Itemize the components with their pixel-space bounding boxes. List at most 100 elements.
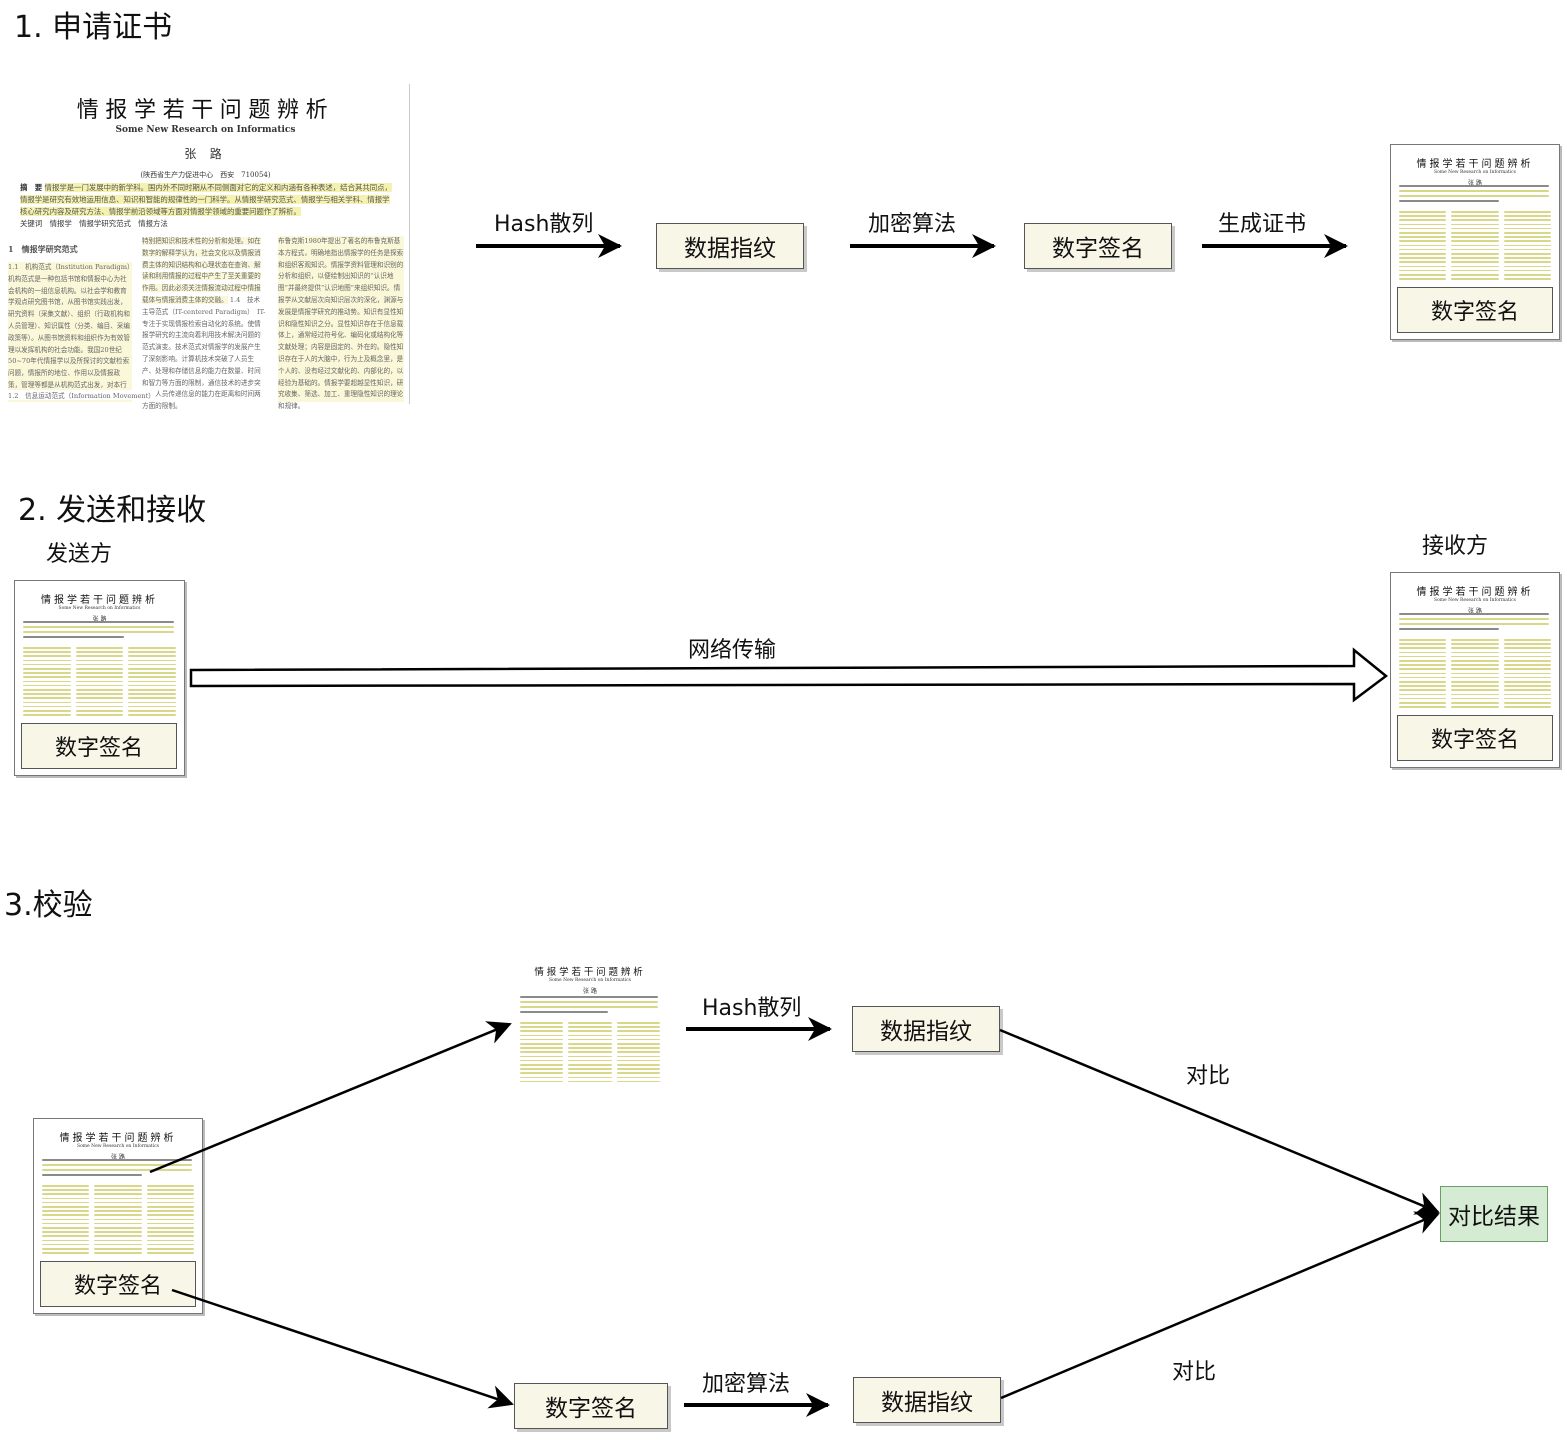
section-title-verify: 3.校验: [4, 888, 93, 923]
label-sender: 发送方: [46, 542, 113, 567]
mini-text-line: [1451, 223, 1499, 226]
mini-text-line: [1399, 618, 1549, 620]
mini-text-line: [42, 1227, 90, 1229]
mini-text-line: [75, 668, 124, 670]
mini-text-line: [1503, 689, 1551, 691]
mini-text-line: [23, 680, 71, 683]
mini-text-line: [1399, 265, 1447, 268]
mini-text-line: [1451, 689, 1499, 691]
mini-text-line: [128, 663, 176, 666]
mini-text-line: [1503, 211, 1551, 213]
mini-text-line: [1503, 269, 1551, 272]
mini-text-line: [75, 701, 124, 704]
mini-text-line: [75, 693, 124, 695]
mini-text-line: [1399, 236, 1447, 238]
mini-text-line: [128, 697, 176, 699]
paper-abstract: 摘 要 情报学是一门发展中的新学科。国内外不同时期从不同侧面对它的定义和内涵有各…: [20, 182, 392, 230]
mini-text-line: [128, 710, 176, 712]
mini-text-line: [1451, 227, 1499, 230]
mini-text-line: [1451, 257, 1499, 259]
mini-text-line: [146, 1252, 194, 1254]
mini-text-line: [23, 676, 71, 678]
mini-text-line: [42, 1248, 90, 1250]
mini-text-line: [1451, 244, 1499, 247]
mini-text-line: [568, 1064, 612, 1066]
mini-text-line: [146, 1206, 194, 1208]
mini-text-line: [23, 631, 174, 633]
mini-text-line: [568, 1080, 612, 1083]
mini-text-line: [1451, 651, 1499, 654]
label-encrypt-s3: 加密算法: [702, 1372, 791, 1397]
mini-text-line: [568, 1043, 612, 1045]
mini-text-line: [616, 1055, 660, 1058]
mini-text-line: [1399, 257, 1447, 259]
plain-doc-author: 张 路: [583, 988, 597, 995]
mini-text-line: [1399, 693, 1447, 696]
sender-doc-title: 情报学若干问题辨析: [41, 595, 158, 606]
mini-text-line: [520, 1006, 658, 1008]
mini-text-line: [520, 1047, 564, 1049]
mini-text-line: [42, 1185, 90, 1187]
mini-text-line: [128, 655, 176, 657]
mini-text-line: [42, 1252, 90, 1254]
arrow-doc-to-plain: [149, 1021, 512, 1174]
sender-signature-box: 数字签名: [21, 723, 177, 769]
mini-text-line: [75, 705, 124, 708]
mini-text-line: [1451, 211, 1499, 213]
mini-text-line: [520, 1022, 564, 1024]
mini-text-line: [1399, 660, 1447, 662]
mini-text-line: [94, 1243, 142, 1246]
mini-text-line: [75, 663, 124, 666]
mini-text-line: [1451, 274, 1499, 276]
box-signature-s3: 数字签名: [514, 1383, 668, 1429]
paper-heading: 1 情报学研究范式: [8, 244, 78, 254]
mini-text-line: [1399, 261, 1447, 263]
mini-text-line: [75, 689, 124, 691]
box-compare-result: 对比结果: [1440, 1186, 1548, 1242]
mini-text-line: [42, 1235, 90, 1237]
mini-text-line: [146, 1235, 194, 1237]
mini-text-line: [616, 1043, 660, 1045]
mini-text-line: [616, 1038, 660, 1041]
arrow-compare-bottom: [1000, 1211, 1440, 1400]
mini-text-line: [1399, 211, 1447, 213]
mini-text-line: [146, 1201, 194, 1204]
mini-text-line: [1503, 651, 1551, 654]
mini-text-line: [42, 1231, 90, 1233]
sender-doc-subtitle: Some New Research on Informatics: [58, 606, 141, 611]
mini-text-line: [128, 647, 176, 649]
mini-text-line: [1451, 664, 1499, 666]
mini-text-line: [520, 1043, 564, 1045]
mini-text-line: [1399, 195, 1549, 197]
mini-text-line: [1503, 681, 1551, 683]
mini-text-line: [1451, 697, 1499, 700]
mini-text-line: [146, 1197, 194, 1200]
mini-text-line: [616, 1076, 660, 1079]
receiver-doc-subtitle: Some New Research on Informatics: [1433, 598, 1516, 603]
mini-text-line: [1451, 236, 1499, 238]
mini-text-line: [520, 996, 658, 998]
mini-text-line: [75, 714, 124, 716]
mini-text-line: [1503, 244, 1551, 247]
mini-text-line: [1451, 232, 1499, 234]
label-hash-s3: Hash散列: [702, 996, 802, 1021]
mini-text-line: [23, 647, 71, 649]
mini-text-line: [1503, 685, 1551, 687]
mini-text-line: [23, 714, 71, 716]
label-encrypt-s1: 加密算法: [868, 212, 957, 237]
mini-text-line: [42, 1193, 90, 1195]
mini-text-line: [94, 1239, 142, 1242]
mini-text-line: [75, 647, 124, 649]
mini-text-line: [1399, 685, 1447, 687]
mini-text-line: [616, 1034, 660, 1037]
mini-text-line: [1451, 655, 1499, 658]
mini-text-line: [568, 1076, 612, 1079]
mini-text-line: [128, 689, 176, 691]
label-network: 网络传输: [688, 638, 777, 663]
mini-text-line: [520, 1026, 564, 1028]
plain-doc-subtitle: Some New Research on Informatics: [548, 978, 631, 983]
mini-text-line: [146, 1214, 194, 1216]
mini-text-line: [1399, 227, 1447, 230]
mini-text-line: [1503, 261, 1551, 263]
mini-text-line: [42, 1197, 90, 1200]
